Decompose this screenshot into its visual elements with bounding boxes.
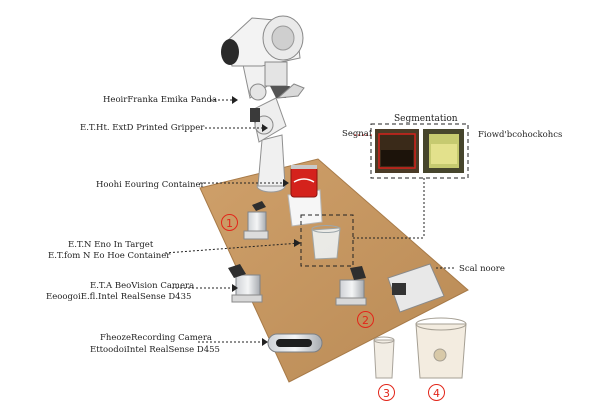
scale-icon [387,263,445,313]
recording-camera-label-line1: FheozeRecording Camera [100,333,212,343]
clamp-stand-2 [335,266,367,306]
vision-camera-label-line1: E.T.A BeoVision Camera [90,281,195,291]
camera-icon [267,333,323,353]
segmentation-left-image [375,129,419,173]
scale-label: Scal noore [459,264,505,274]
segmentation-box [370,123,469,179]
segmentation-right-label: Fiowd'bcohockohcs [478,130,563,140]
segmentation-left-label: Segnai [342,129,372,139]
robot-arm-icon [221,15,305,193]
target-region [300,214,354,267]
pouring-container-label: Hoohi Eouring Container [96,180,205,190]
marker-2: 2 [357,311,374,328]
marker-1: 1 [221,214,238,231]
connectors [164,99,454,343]
segmentation-right-image [423,129,464,173]
arrow-heads [232,96,301,346]
vision-camera-clamp [228,264,263,303]
target-label-line1: E.T.N Eno In Target [68,240,154,250]
robot-label: HeoirFranka Emika Panda [103,95,218,105]
pouring-container [287,165,323,227]
target-label-line2: E.T.fom N Eo Hoe Container [48,251,171,261]
marker-3: 3 [378,384,395,401]
marker-4: 4 [428,384,445,401]
segmentation-title: Segmentation [394,114,458,124]
vision-camera-label-line2: EeoogoiE.fl.Intel RealSense D435 [46,292,192,302]
target-container [311,225,341,260]
beaker-icon [373,317,467,379]
gripper-label: E.T.Ht. ExtD Printed Gripper [80,123,205,133]
clamp-stand-1 [243,201,269,240]
recording-camera-label-line2: EttoodoiIntel RealSense D455 [90,345,220,355]
